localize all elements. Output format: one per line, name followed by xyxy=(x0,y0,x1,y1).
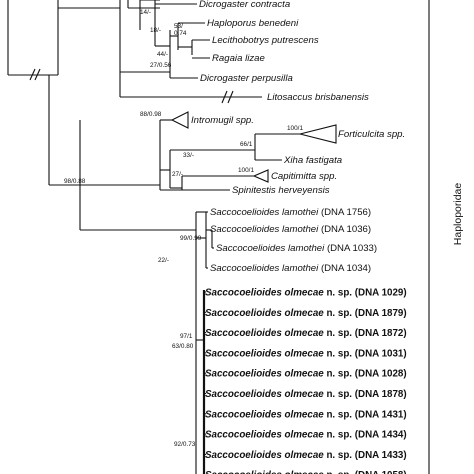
taxon-lamothei: Saccocoelioides lamothei (DNA 1036) xyxy=(210,224,371,235)
support-value: 14/- xyxy=(140,9,151,16)
break-mark xyxy=(221,90,228,104)
support-value: 100/1 xyxy=(238,167,254,174)
taxon-xiha-fastigata: Xiha fastigata xyxy=(283,155,342,166)
taxon-ragaia-lizae: Ragaia lizae xyxy=(212,53,265,64)
taxon-dicrogaster-contracta: Dicrogaster contracta xyxy=(199,0,290,10)
taxon-capitimitta: Capitimitta spp. xyxy=(271,171,337,182)
taxon-intromugil: Intromugil spp. xyxy=(191,115,254,126)
collapsed-clade-triangle xyxy=(252,169,269,183)
taxon-olmecae: Saccocoelioides olmecae n. sp. (DNA 1029… xyxy=(205,288,407,299)
taxon-spinitestis-herveyensis: Spinitestis herveyensis xyxy=(232,185,330,196)
support-value: 98/0.88 xyxy=(64,178,86,185)
support-value: 27/0.56 xyxy=(150,62,172,69)
taxon-lecithobotrys-putrescens: Lecithobotrys putrescens xyxy=(212,35,319,46)
break-mark xyxy=(34,68,41,81)
support-value: 97/1 xyxy=(180,333,193,340)
olmecae-terminal-group: Saccocoelioides olmecae n. sp. (DNA 1029… xyxy=(204,288,407,474)
support-value: 92/0.73 xyxy=(174,441,196,448)
support-value: 0.74 xyxy=(174,30,187,37)
taxon-dicrogaster-perpusilla: Dicrogaster perpusilla xyxy=(200,73,293,84)
taxon-olmecae: Saccocoelioides olmecae n. sp. (DNA 1879… xyxy=(205,308,407,319)
support-value: 18/- xyxy=(150,27,161,34)
support-value: 33/- xyxy=(183,152,194,159)
taxon-olmecae: Saccocoelioides olmecae n. sp. (DNA 1434… xyxy=(205,430,407,441)
support-value: 27/- xyxy=(172,171,183,178)
support-value: 53/ xyxy=(174,23,183,30)
support-value: 44/- xyxy=(157,51,168,58)
taxon-olmecae: Saccocoelioides olmecae n. sp. (DNA 1031… xyxy=(205,348,407,359)
taxon-lamothei: Saccocoelioides lamothei (DNA 1756) xyxy=(210,207,371,218)
taxon-olmecae: Saccocoelioides olmecae n. sp. (DNA 1028… xyxy=(205,369,407,380)
taxon-lamothei: Saccocoelioides lamothei (DNA 1034) xyxy=(210,263,371,274)
taxon-olmecae: Saccocoelioides olmecae n. sp. (DNA 1872… xyxy=(205,328,407,339)
taxon-olmecae: Saccocoelioides olmecae n. sp. (DNA 1433… xyxy=(205,450,407,461)
break-mark xyxy=(227,90,234,104)
collapsed-clade-triangle xyxy=(170,111,189,129)
taxon-litosaccus-brisbanensis: Litosaccus brisbanensis xyxy=(267,92,369,103)
taxon-olmecae: Saccocoelioides olmecae n. sp. (DNA 1058… xyxy=(205,470,407,474)
support-value: 88/0.98 xyxy=(140,111,162,118)
support-value: 66/1 xyxy=(240,141,253,148)
taxon-lamothei: Saccocoelioides lamothei (DNA 1033) xyxy=(216,243,377,254)
taxon-olmecae: Saccocoelioides olmecae n. sp. (DNA 1878… xyxy=(205,389,407,400)
support-value: 63/0.80 xyxy=(172,343,194,350)
taxon-forticulcita: Forticulcita spp. xyxy=(338,129,405,140)
taxon-olmecae: Saccocoelioides olmecae n. sp. (DNA 1431… xyxy=(205,409,407,420)
break-mark xyxy=(29,68,36,81)
support-value: 22/- xyxy=(158,257,169,264)
support-value: 100/1 xyxy=(287,125,303,132)
taxon-haploporus-benedeni: Haploporus benedeni xyxy=(207,18,299,29)
support-value: 99/0.99 xyxy=(180,235,202,242)
collapsed-clade-triangle xyxy=(299,124,337,144)
family-label: Haploporidae xyxy=(452,183,464,246)
